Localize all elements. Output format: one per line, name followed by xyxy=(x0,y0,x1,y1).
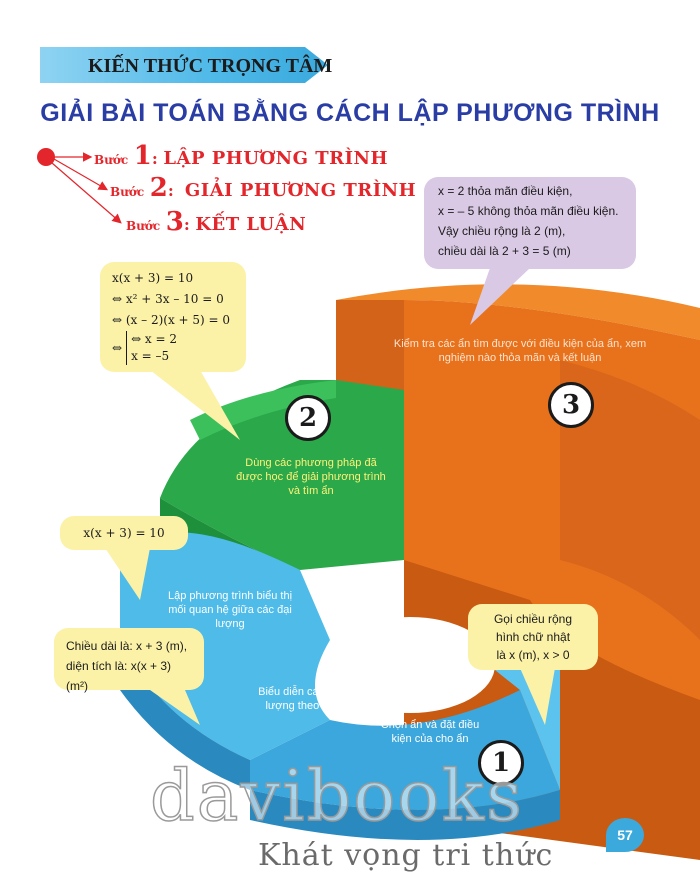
solve-line: x(x + 3) = 10 xyxy=(112,271,194,285)
conclusion-line: Vậy chiều rộng là 2 (m), xyxy=(438,224,566,238)
conclusion-line: x = 2 thỏa mãn điều kiện, xyxy=(438,184,573,198)
solve-line: ⇔ (x – 2)(x + 5) = 0 xyxy=(112,313,231,327)
step-1: Bước 1: LẬP PHƯƠNG TRÌNH xyxy=(94,141,389,171)
section-label: KIẾN THỨC TRỌNG TÂM xyxy=(88,55,333,77)
solve-bubble: x(x + 3) = 10 ⇔ x² + 3x – 10 = 0 ⇔ (x – … xyxy=(100,262,246,372)
express-bubble: Chiều dài là: x + 3 (m), diện tích là: x… xyxy=(54,628,204,693)
unknown-bubble: Gọi chiều rộng hình chữ nhật là x (m), x… xyxy=(468,604,598,670)
segment-1a-text: Lập phương trình biểu thị mối quan hệ gi… xyxy=(167,590,293,630)
page-title: GIẢI BÀI TOÁN BẰNG CÁCH LẬP PHƯƠNG TRÌNH xyxy=(40,99,660,127)
express-line: diện tích là: x(x + 3) (m²) xyxy=(66,659,172,693)
watermark-tagline: Khát vọng tri thức xyxy=(258,838,554,873)
unknown-line: là x (m), x > 0 xyxy=(496,648,570,662)
unknown-line: hình chữ nhật xyxy=(495,630,571,644)
segment-2-text: Dùng các phương pháp đã được học để giải… xyxy=(236,457,386,497)
segment-1b-text: Biểu diễn các đại lượng theo ẩn xyxy=(258,686,342,712)
solve-roots: ⇔ ⇔ x = 2 x = –5 xyxy=(112,331,178,365)
conclusion-bubble: x = 2 thỏa mãn điều kiện, x = – 5 không … xyxy=(424,177,636,269)
step-3-number-badge: 3 xyxy=(548,382,594,428)
watermark-logo: davibooks xyxy=(149,754,524,838)
section-banner xyxy=(40,47,328,83)
solve-line: ⇔ x² + 3x – 10 = 0 xyxy=(112,292,224,306)
express-line: Chiều dài là: x + 3 (m), xyxy=(66,639,188,653)
step-2: Bước 2: GIẢI PHƯƠNG TRÌNH xyxy=(110,173,417,203)
unknown-line: Gọi chiều rộng xyxy=(493,612,573,626)
red-dot-icon xyxy=(37,148,55,166)
step-2-number-badge: 2 xyxy=(285,395,331,441)
segment-3-text: Kiểm tra các ẩn tìm được với điều kiện c… xyxy=(393,338,647,364)
segment-1c-text: Chọn ẩn và đặt điều kiện của cho ẩn xyxy=(380,719,480,745)
step-1-number-badge: 1 xyxy=(478,740,524,786)
step-3: Bước 3: KẾT LUẬN xyxy=(126,207,307,237)
conclusion-line: x = – 5 không thỏa mãn điều kiện. xyxy=(438,204,619,218)
conclusion-line: chiều dài là 2 + 3 = 5 (m) xyxy=(438,244,571,258)
equation-bubble: x(x + 3) = 10 xyxy=(60,516,188,550)
page-number: 57 xyxy=(606,818,644,852)
step-arrows xyxy=(37,148,122,224)
